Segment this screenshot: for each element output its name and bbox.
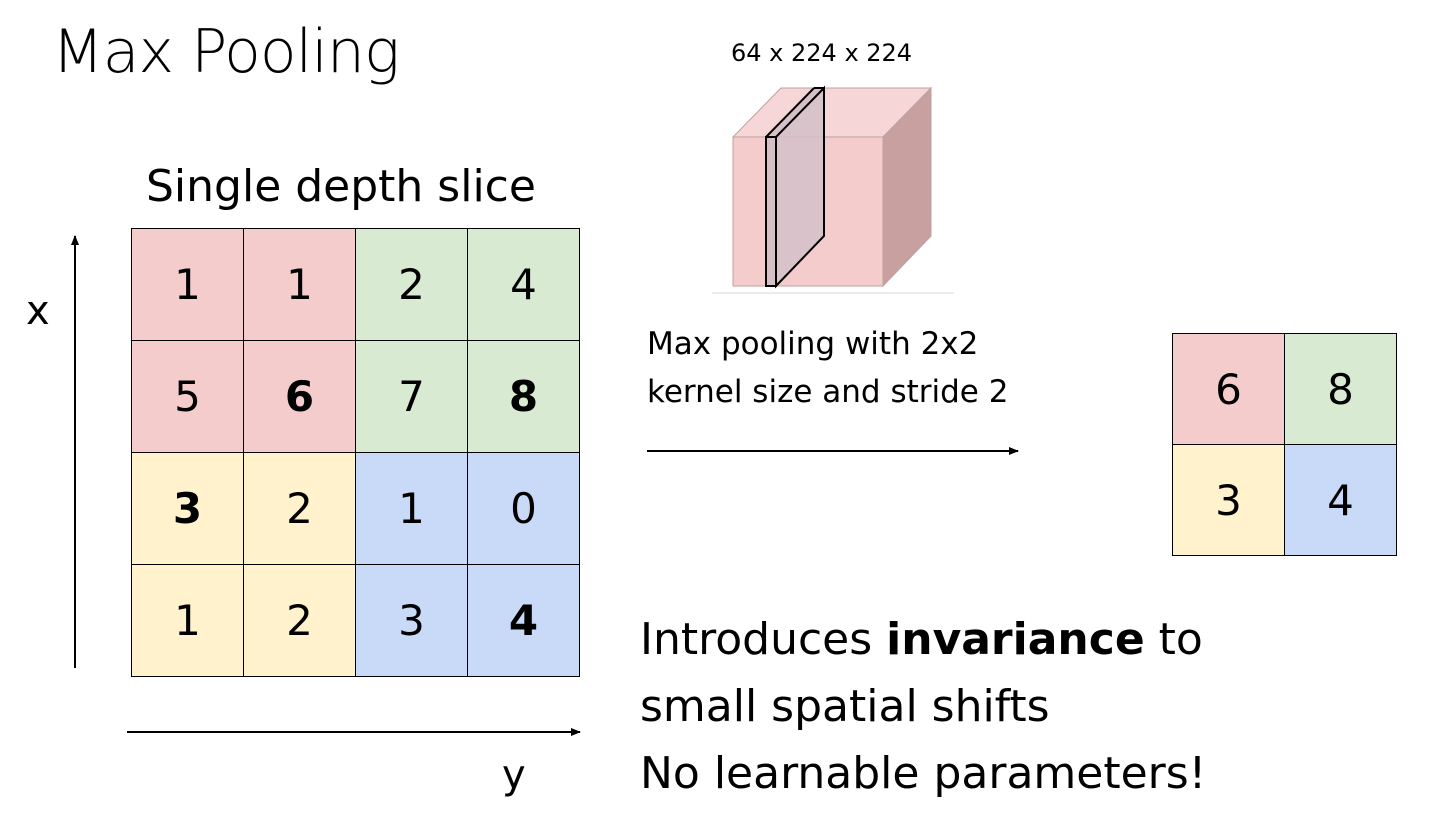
cube-depth-slice	[766, 88, 824, 286]
grid-caption: Single depth slice	[146, 161, 536, 212]
notes: Introduces invariance to small spatial s…	[640, 606, 1206, 807]
input-cell: 2	[355, 228, 468, 341]
input-grid-row: 1 2 3 4	[131, 564, 580, 677]
input-cell: 1	[131, 228, 244, 341]
notes-line: small spatial shifts	[640, 681, 1050, 732]
output-grid-row: 6 8	[1172, 333, 1397, 445]
input-cell: 2	[243, 452, 356, 565]
pooling-caption: Max pooling with 2x2 kernel size and str…	[647, 320, 1008, 416]
x-axis-label: x	[26, 288, 50, 334]
input-grid: 1 1 2 4 5 6 7 8 3 2 1 0 1 2 3 4	[131, 228, 580, 677]
notes-text: Introduces	[640, 614, 887, 665]
input-cell: 6	[243, 340, 356, 453]
pooling-caption-line: kernel size and stride 2	[647, 374, 1009, 410]
output-cell: 4	[1284, 444, 1397, 556]
input-cell: 7	[355, 340, 468, 453]
notes-line: Introduces invariance to	[640, 606, 1206, 673]
notes-text: to	[1144, 614, 1203, 665]
input-cell: 0	[467, 452, 580, 565]
pooling-caption-line: Max pooling with 2x2	[647, 326, 979, 362]
input-cell: 1	[131, 564, 244, 677]
input-cell: 2	[243, 564, 356, 677]
output-grid: 6 8 3 4	[1172, 333, 1397, 556]
output-cell: 3	[1172, 444, 1285, 556]
input-cell: 1	[243, 228, 356, 341]
input-grid-row: 5 6 7 8	[131, 340, 580, 453]
y-axis-label: y	[502, 752, 526, 798]
cube-slice-front	[765, 136, 777, 287]
input-grid-row: 1 1 2 4	[131, 228, 580, 341]
output-cell: 8	[1284, 333, 1397, 445]
input-cell: 4	[467, 228, 580, 341]
slide-title: Max Pooling	[52, 17, 400, 87]
volume-dimensions-label: 64 x 224 x 224	[731, 39, 913, 67]
input-cell: 8	[467, 340, 580, 453]
notes-line: No learnable parameters!	[640, 748, 1207, 799]
cube-slice-edge	[765, 87, 815, 138]
input-cell: 4	[467, 564, 580, 677]
input-cell: 3	[131, 452, 244, 565]
output-cell: 6	[1172, 333, 1285, 445]
notes-emphasis: invariance	[886, 614, 1145, 665]
input-cell: 5	[131, 340, 244, 453]
input-cell: 3	[355, 564, 468, 677]
output-grid-row: 3 4	[1172, 444, 1397, 556]
